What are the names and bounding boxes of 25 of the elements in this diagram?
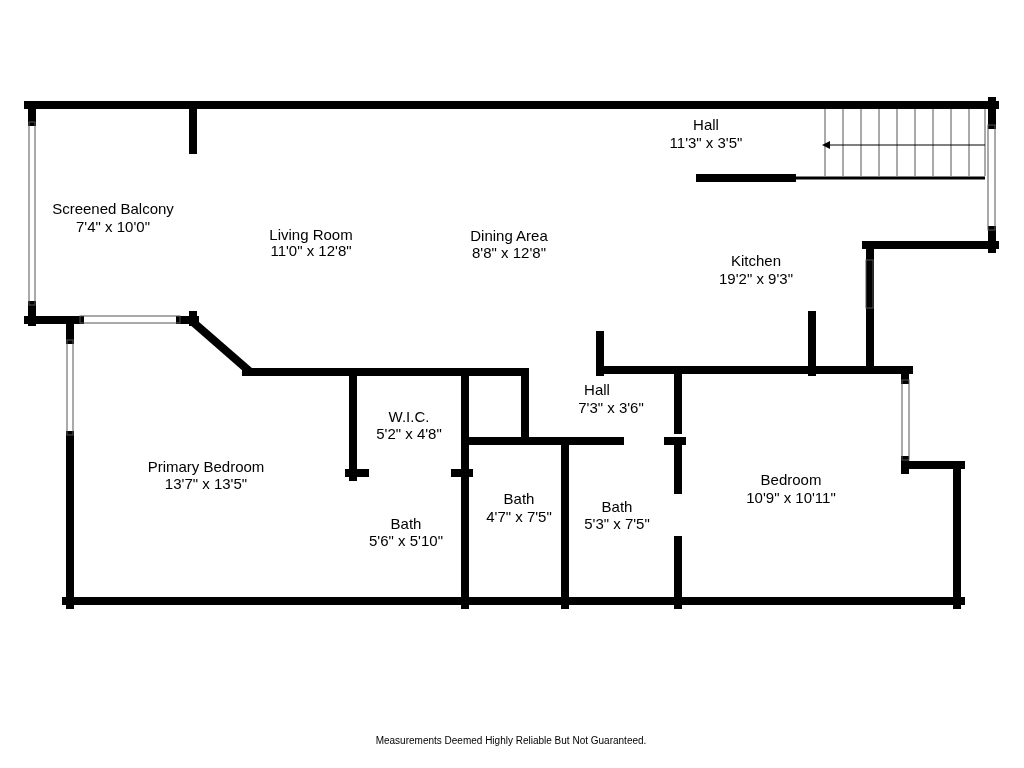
room-dimensions: 5'3" x 7'5" xyxy=(584,515,650,531)
room-name: Kitchen xyxy=(731,252,781,268)
room-name: Living Room xyxy=(269,226,353,242)
room-dimensions: 5'6" x 5'10" xyxy=(369,532,443,548)
room-dimensions: 4'7" x 7'5" xyxy=(486,508,552,524)
room-dimensions: 10'9" x 10'11" xyxy=(746,489,836,505)
room-dimensions: 7'4" x 10'0" xyxy=(76,218,150,234)
room-name: Bath xyxy=(601,498,633,514)
room-name: Bath xyxy=(390,515,422,531)
room-dimensions: 19'2" x 9'3" xyxy=(719,270,793,286)
disclaimer-note: Measurements Deemed Highly Reliable But Not Guaranteed. xyxy=(375,736,647,746)
room-dimensions: 5'2" x 4'8" xyxy=(376,425,442,441)
room-name: Primary Bedroom xyxy=(147,458,265,474)
room-name: Bedroom xyxy=(760,471,822,487)
room-name: Hall xyxy=(693,116,719,132)
room-name: W.I.C. xyxy=(388,408,430,424)
room-name: Dining Area xyxy=(470,227,548,243)
room-dimensions: 11'3" x 3'5" xyxy=(669,134,743,150)
room-dimensions: 8'8" x 12'8" xyxy=(472,244,546,260)
room-dimensions: 11'0" x 12'8" xyxy=(270,242,352,258)
room-name: Bath xyxy=(503,490,535,506)
room-dimensions: 13'7" x 13'5" xyxy=(164,475,248,491)
room-name: Screened Balcony xyxy=(52,200,174,216)
room-dimensions: 7'3" x 3'6" xyxy=(578,399,644,415)
room-name: Hall xyxy=(584,381,610,397)
